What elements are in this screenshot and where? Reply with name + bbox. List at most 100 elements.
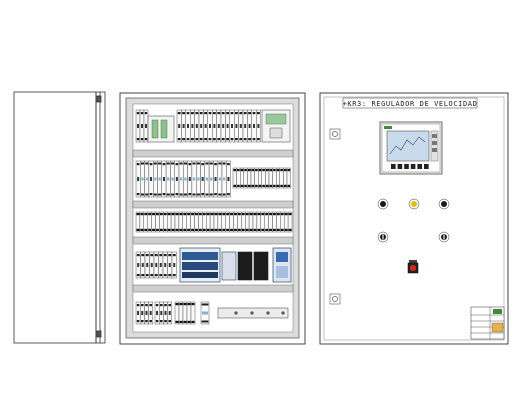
relay-module [208,160,214,198]
terminal-module [232,167,237,189]
relay-module [195,160,201,198]
pilot-light [377,198,389,210]
breaker-module [144,301,149,325]
row-4-plc-and-drives [135,251,177,279]
terminal-module [252,211,258,233]
terminal-module [205,211,211,233]
breaker-module [143,109,149,143]
terminal-module [244,211,250,233]
emergency-stop-button[interactable] [407,260,419,274]
breaker-module [211,109,217,143]
terminal-module [247,167,252,189]
power-supply [261,109,291,143]
breaker-module [220,109,226,143]
relay-module [165,160,171,198]
terminal-module [261,167,266,189]
terminal-module [265,167,270,189]
relay-module [217,160,223,198]
relay-module [200,301,210,325]
breaker-module [238,109,244,143]
breaker-module [167,251,173,279]
selector-switch[interactable] [377,231,389,243]
relay-module [178,160,184,198]
terminal-module [221,211,226,233]
relay-module [200,160,206,198]
terminal-module [250,167,255,189]
breaker-module [171,251,177,279]
terminal-module [256,211,261,233]
terminal-module [264,211,269,233]
terminal-module [286,167,291,189]
terminal-module [147,211,152,233]
terminal-module [236,167,241,189]
terminal-module [182,301,188,325]
hmi-key[interactable] [397,164,403,169]
terminal-module [287,211,293,233]
breaker-module [135,301,141,325]
terminal-module [174,211,180,233]
hmi-key[interactable] [417,164,422,169]
door-lock-bottom [329,293,341,305]
breaker-module [163,301,168,325]
relay-module [204,160,210,198]
relay-module [213,160,218,198]
terminal-module [243,167,248,189]
selector-switches [377,231,450,243]
terminal-module [258,167,263,189]
terminal-module [229,211,234,233]
terminal-module [170,211,176,233]
terminal-module [155,211,160,233]
selector-switch[interactable] [438,231,450,243]
contactor-block [147,115,175,143]
breaker-module [198,109,204,143]
hmi-key[interactable] [404,164,409,169]
terminal-module [276,167,281,189]
terminal-module [225,211,230,233]
door-title: +KR3: REGULADOR DE VELOCIDAD [343,100,478,108]
breaker-module [135,109,141,143]
breaker-module [154,301,160,325]
terminal-module [268,167,273,189]
terminal-module [279,167,284,189]
terminal-module [272,167,277,189]
breaker-module [139,301,145,325]
breaker-module [256,109,261,143]
relay-module [148,160,154,198]
breaker-module [149,251,155,279]
breaker-module [181,109,186,143]
row-5-bottom-terminals [135,301,210,325]
terminal-module [202,211,207,233]
terminal-module [139,211,144,233]
terminal-module [254,167,259,189]
relay-module [187,160,193,198]
ground-bar [217,307,289,319]
relay-module [157,160,163,198]
breaker-module [139,109,145,143]
hmi-key[interactable] [391,164,396,169]
relay-module [140,160,145,198]
cabinet-door-view: +KR3: REGULADOR DE VELOCIDAD [319,92,509,345]
hmi-key[interactable] [424,164,429,169]
terminal-module [276,211,281,233]
cabinet-side-view [13,91,106,344]
terminal-module [233,211,238,233]
plc-unit [179,247,221,283]
hmi-key[interactable] [410,164,416,169]
breaker-module [176,109,182,143]
terminal-module [241,211,246,233]
row-3-terminal-blocks [135,211,293,233]
breaker-module [247,109,252,143]
breaker-module [185,109,191,143]
door-lock-top [329,128,341,140]
terminal-module [209,211,215,233]
breaker-module [233,109,239,143]
breaker-module [153,251,159,279]
relay-module [226,160,231,198]
pilot-lights [377,198,450,210]
terminal-module [135,211,141,233]
breaker-module [242,109,248,143]
row-1-breakers-and-contactors [135,109,261,143]
relay-module [191,160,197,198]
terminal-module [268,211,273,233]
